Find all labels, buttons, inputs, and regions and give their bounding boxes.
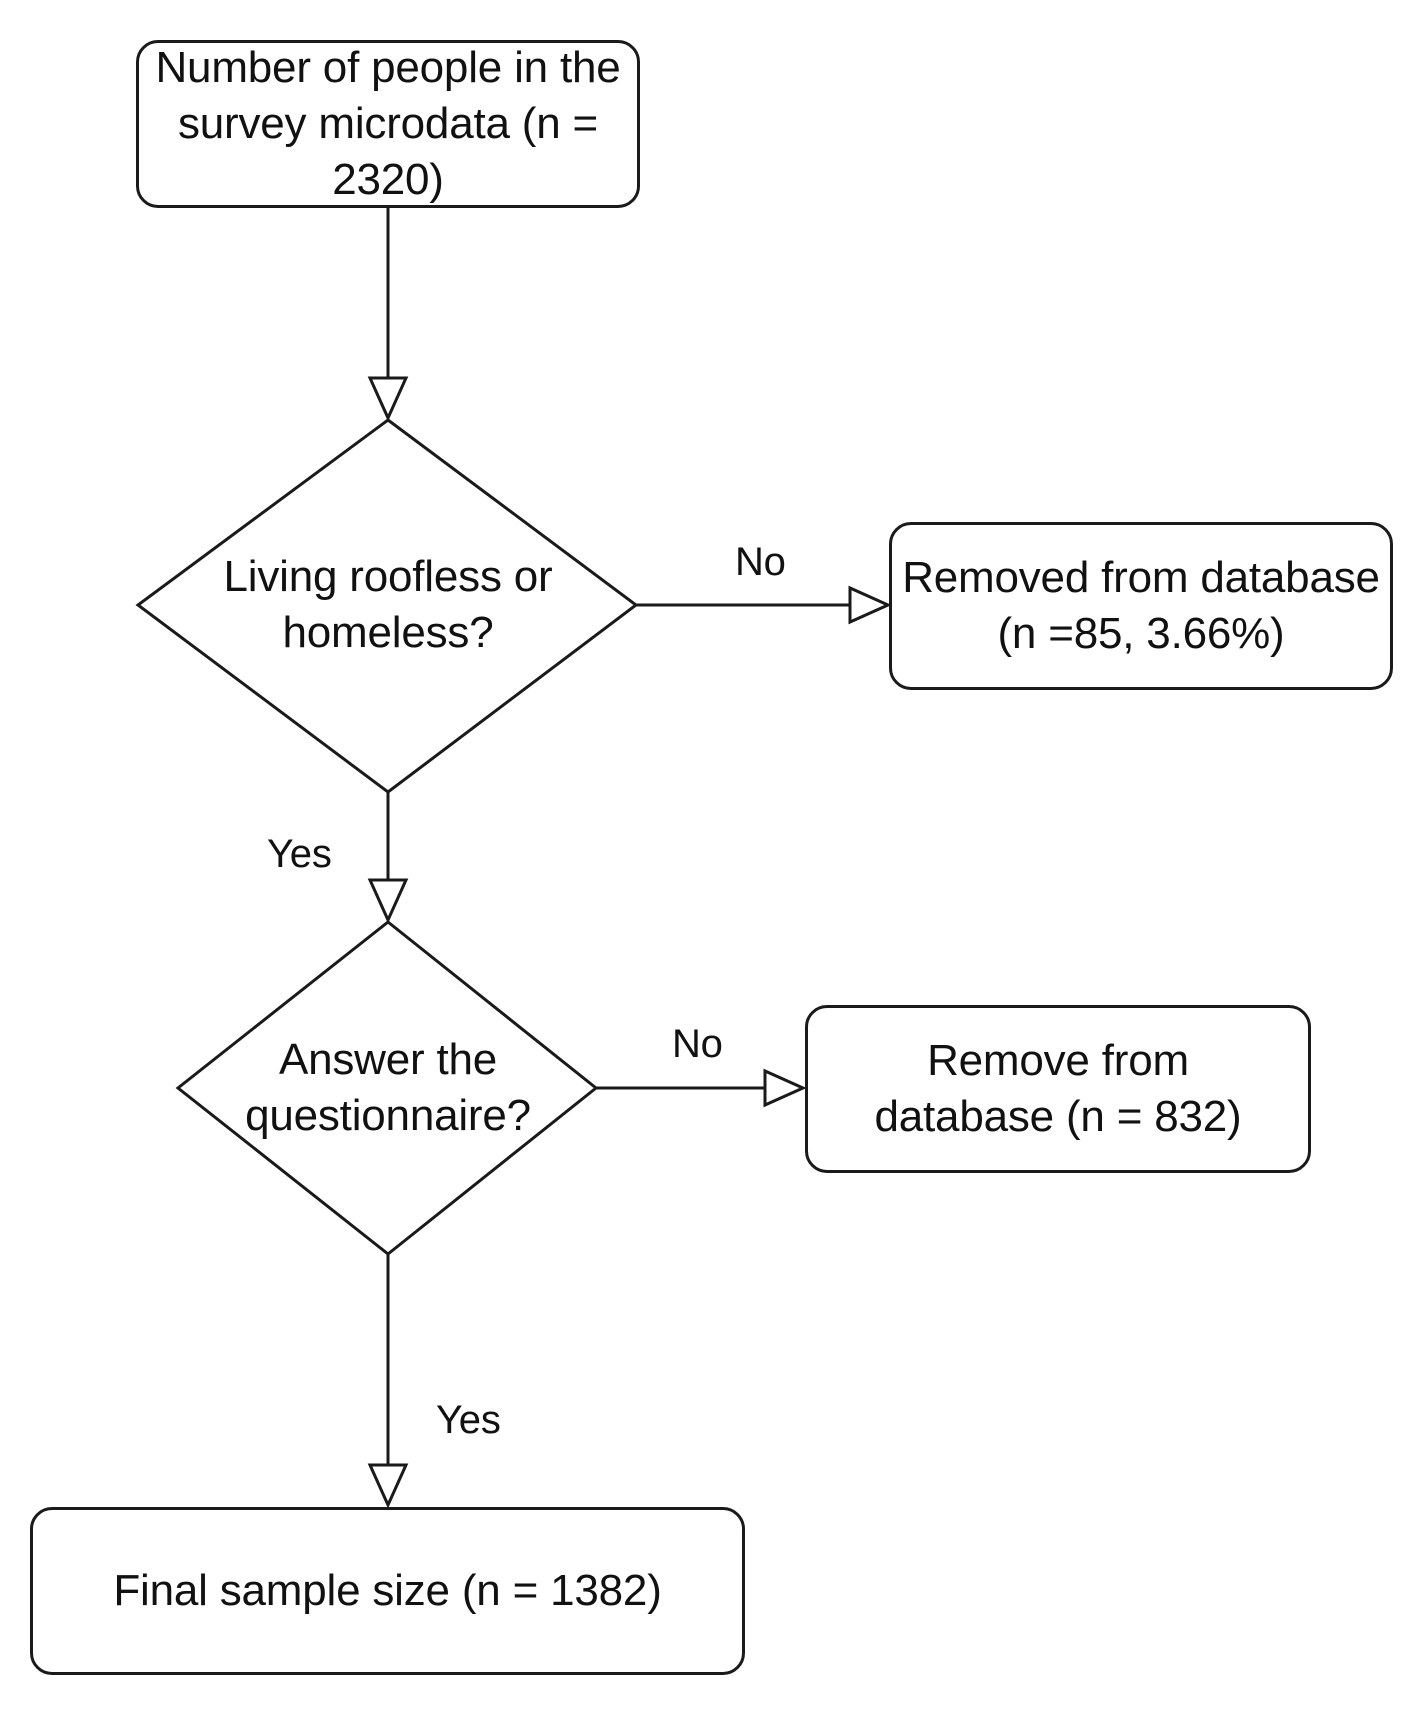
edge-label-yes: Yes [267, 832, 332, 877]
start-node-label: Number of people in the survey microdata… [155, 42, 621, 205]
edge-label-no: No [735, 540, 786, 585]
arrowhead-down-icon [367, 376, 409, 422]
final-node-sample-size: Final sample size (n = 1382) [30, 1507, 745, 1675]
removed-node-homeless: Removed from database (n =85, 3.66%) [889, 522, 1393, 690]
removed-node-questionnaire: Remove from database (n = 832) [805, 1005, 1311, 1173]
arrowhead-right-icon [763, 1068, 807, 1108]
edge-label-no: No [672, 1022, 723, 1067]
removed-node-questionnaire-label: Remove from database (n = 832) [874, 1035, 1242, 1141]
start-node-survey-count: Number of people in the survey microdata… [136, 40, 640, 208]
decision-homeless-label: Living roofless or homeless? [223, 551, 553, 657]
arrowhead-right-icon [848, 585, 892, 625]
removed-node-homeless-label: Removed from database (n =85, 3.66%) [902, 552, 1380, 658]
arrowhead-down-icon [367, 1463, 409, 1509]
decision-questionnaire-label: Answer the questionnaire? [245, 1034, 531, 1140]
decision-homeless-label-wrap: Living roofless or homeless? [178, 530, 598, 680]
arrowhead-down-icon [367, 878, 409, 924]
decision-questionnaire-label-wrap: Answer the questionnaire? [210, 1018, 566, 1158]
final-node-label: Final sample size (n = 1382) [113, 1565, 662, 1615]
edge-label-yes: Yes [436, 1398, 501, 1443]
